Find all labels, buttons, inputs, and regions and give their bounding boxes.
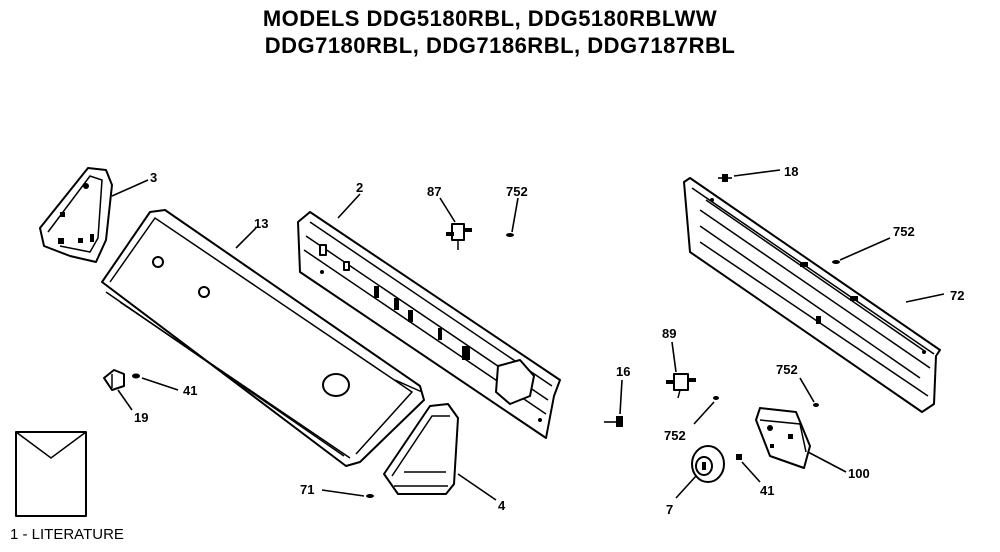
part-7-knob (691, 445, 725, 483)
diagram-title-line2: DDG7180RBL, DDG7186RBL, DDG7187RBL (264, 33, 736, 58)
leader-2 (337, 193, 361, 219)
label-100: 100 (848, 466, 870, 481)
leader-4 (457, 473, 497, 501)
part-18-screw (718, 174, 732, 182)
label-13: 13 (254, 216, 268, 231)
part-72-rear-panel (683, 177, 941, 413)
leader-41-a (141, 377, 179, 391)
label-41-b: 41 (760, 483, 774, 498)
leader-89 (671, 341, 677, 373)
label-18: 18 (784, 164, 798, 179)
part-16-screw (604, 416, 623, 427)
part-41-clip-b (736, 454, 742, 460)
label-752-a: 752 (506, 184, 528, 199)
label-19: 19 (134, 410, 148, 425)
label-4: 4 (498, 498, 506, 513)
label-87: 87 (427, 184, 441, 199)
literature-label: 1 - LITERATURE (10, 526, 124, 543)
screw-752-b (832, 260, 840, 264)
part-4-end-cap (383, 403, 459, 495)
label-72: 72 (950, 288, 964, 303)
label-41-a: 41 (183, 383, 197, 398)
label-3: 3 (150, 170, 157, 185)
leader-752-a (511, 197, 519, 233)
label-752-d: 752 (776, 362, 798, 377)
leader-7 (675, 475, 697, 499)
part-87-switch (446, 223, 472, 250)
diagram-title-line1: MODELS DDG5180RBL, DDG5180RBLWW (262, 6, 718, 31)
part-100-timer (755, 407, 811, 469)
leader-13 (235, 227, 257, 249)
leader-752-d (799, 377, 815, 403)
label-16: 16 (616, 364, 630, 379)
leader-71 (321, 489, 365, 497)
label-89: 89 (662, 326, 676, 341)
leader-100 (807, 451, 847, 473)
part-89-switch (666, 373, 696, 399)
part-41-clip-a (132, 373, 140, 379)
leader-752-c (693, 401, 715, 425)
screw-752-d (813, 403, 819, 407)
part-19-button (103, 369, 125, 391)
label-2: 2 (356, 180, 363, 195)
leader-752-b (839, 237, 891, 261)
screw-752-a (506, 233, 514, 237)
screw-752-c (713, 396, 719, 400)
part-71-screw (366, 494, 374, 498)
label-752-c: 752 (664, 428, 686, 443)
leader-16 (619, 379, 623, 415)
leader-72 (905, 293, 945, 303)
literature-envelope-icon (15, 431, 87, 517)
part-2-panel-bracket (297, 211, 561, 439)
label-71: 71 (300, 482, 314, 497)
leader-41-b (741, 461, 761, 483)
label-7: 7 (666, 502, 673, 517)
leader-3 (111, 179, 149, 197)
part-13-control-panel (101, 209, 425, 467)
part-3-end-cap (39, 167, 113, 263)
leader-18 (733, 169, 781, 177)
label-752-b: 752 (893, 224, 915, 239)
leader-87 (439, 197, 456, 223)
leader-19 (117, 389, 133, 411)
